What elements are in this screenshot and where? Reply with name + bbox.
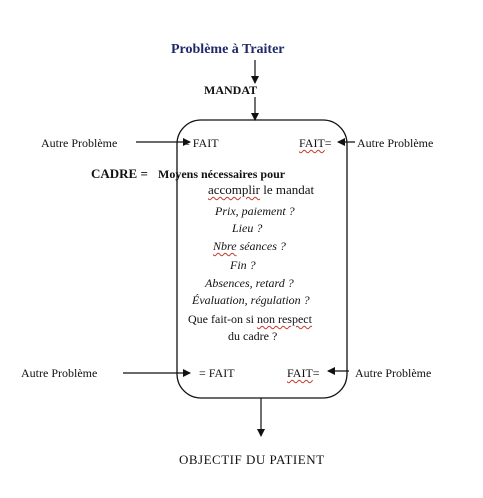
cadre-lieu: Lieu ? — [232, 221, 263, 235]
cadre-du-cadre: du cadre ? — [228, 329, 278, 343]
cadre-nbre: Nbre séances ? — [213, 239, 286, 253]
non-respect: non respect — [256, 312, 312, 326]
right-top-eq: = — [324, 136, 332, 150]
cadre-box — [176, 119, 348, 399]
right-bottom-fait-word: FAIT — [287, 366, 313, 380]
right-top-label: Autre Problème — [357, 136, 434, 150]
cadre-label: CADRE = — [91, 166, 148, 181]
left-bottom-fait: = FAIT — [199, 366, 235, 380]
cadre-prix: Prix, paiement ? — [215, 204, 295, 218]
left-top-fait: = FAIT — [183, 136, 219, 150]
right-top-fait: FAIT= — [299, 136, 332, 150]
mandat-label: MANDAT — [204, 83, 258, 97]
cadre-que: Que fait-on si non respect — [188, 312, 312, 326]
right-bottom-label: Autre Problème — [355, 366, 432, 380]
cadre-means-1: Moyens nécessaires pour — [158, 167, 286, 181]
cadre-fin: Fin ? — [230, 258, 256, 272]
means-accomplir: accomplir — [208, 182, 260, 197]
right-bottom-eq: = — [312, 366, 320, 380]
right-top-fait-word: FAIT — [299, 136, 325, 150]
nbre-word: Nbre — [213, 239, 237, 253]
cadre-absences: Absences, retard ? — [205, 276, 294, 290]
title: Problème à Traiter — [171, 42, 285, 57]
means-le-mandat: le mandat — [259, 182, 315, 197]
left-top-label: Autre Problème — [41, 136, 118, 150]
que-fait-on: Que fait-on si — [188, 312, 257, 326]
cadre-means-2: accomplir le mandat — [208, 183, 314, 197]
right-bottom-fait: FAIT= — [287, 366, 320, 380]
left-bottom-label: Autre Problème — [21, 366, 98, 380]
cadre-evaluation: Évaluation, régulation ? — [192, 293, 310, 307]
objectif-label: OBJECTIF DU PATIENT — [179, 452, 325, 467]
nbre-seances: séances ? — [236, 239, 286, 253]
